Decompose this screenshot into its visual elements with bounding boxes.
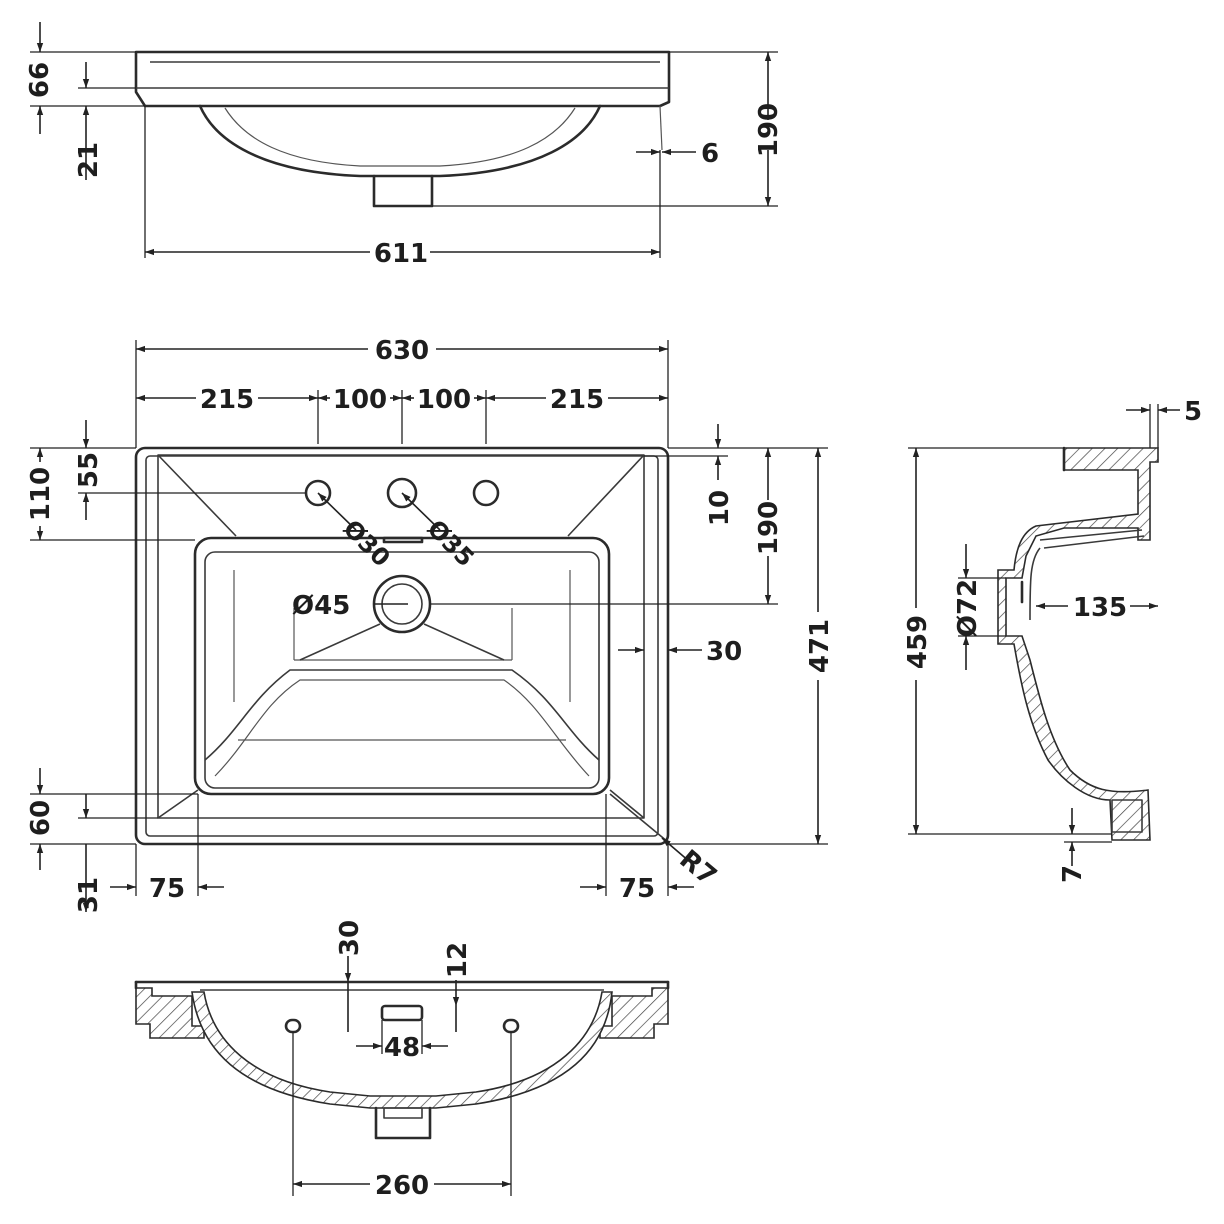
dim-plan-waste-45: Ø45	[292, 591, 350, 621]
dim-front-611: 611	[374, 239, 428, 269]
dim-plan-215-right: 215	[550, 385, 604, 415]
section-waste-outlet	[374, 1106, 432, 1140]
dim-plan-30: 30	[706, 637, 742, 667]
dim-front-21: 21	[74, 142, 104, 178]
dim-plan-r7: R7	[674, 844, 722, 891]
section-fixing-hole-left	[284, 1018, 302, 1034]
dim-front-66: 66	[25, 62, 55, 98]
front-view: 66 21 190 6 611	[25, 22, 784, 269]
dim-front-190: 190	[754, 103, 784, 157]
dim-plan-75-right: 75	[619, 874, 655, 904]
side-view: 5 459 Ø72 135 7	[903, 397, 1202, 883]
front-waste-outlet	[372, 174, 434, 208]
dim-front-6: 6	[701, 139, 719, 169]
dim-side-overflow-72: Ø72	[953, 579, 983, 637]
section-bowl	[191, 991, 613, 1109]
plan-outer-rim	[134, 446, 670, 846]
dim-side-135: 135	[1073, 593, 1127, 623]
plan-view: 630 215 100 100 215 55 110 10	[26, 336, 835, 913]
dim-plan-75-left: 75	[149, 874, 185, 904]
dim-plan-215-left: 215	[200, 385, 254, 415]
dim-plan-60: 60	[26, 800, 56, 836]
dim-side-5: 5	[1184, 397, 1202, 427]
side-section-profile	[997, 447, 1159, 841]
section-view: 30 12 48 260	[134, 920, 670, 1201]
dim-plan-190: 190	[754, 501, 784, 555]
dim-plan-110: 110	[26, 467, 56, 521]
plan-bowl-slope	[204, 669, 600, 761]
section-fixing-hole-right	[502, 1018, 520, 1034]
dim-plan-tap-35: Ø35	[422, 514, 480, 572]
dim-plan-100-right: 100	[417, 385, 471, 415]
dim-section-260: 260	[375, 1171, 429, 1201]
dim-plan-100-left: 100	[333, 385, 387, 415]
dim-section-30: 30	[335, 920, 365, 956]
dim-section-48: 48	[384, 1033, 420, 1063]
tap-hole-right	[472, 479, 500, 507]
dim-plan-471: 471	[805, 619, 835, 673]
overflow-slot	[382, 536, 424, 544]
front-bowl-curve	[198, 104, 602, 178]
dim-section-12: 12	[443, 942, 473, 978]
dim-plan-10: 10	[705, 490, 735, 526]
dim-plan-31: 31	[74, 877, 104, 913]
dim-plan-tap-30: Ø30	[338, 514, 396, 572]
dim-side-7: 7	[1058, 865, 1088, 883]
dim-plan-55: 55	[74, 452, 104, 488]
tap-hole-centre	[386, 477, 418, 509]
dim-plan-630: 630	[375, 336, 429, 366]
dim-side-459: 459	[903, 615, 933, 669]
front-basin-body	[134, 50, 671, 108]
section-overflow-slot	[380, 1004, 424, 1022]
